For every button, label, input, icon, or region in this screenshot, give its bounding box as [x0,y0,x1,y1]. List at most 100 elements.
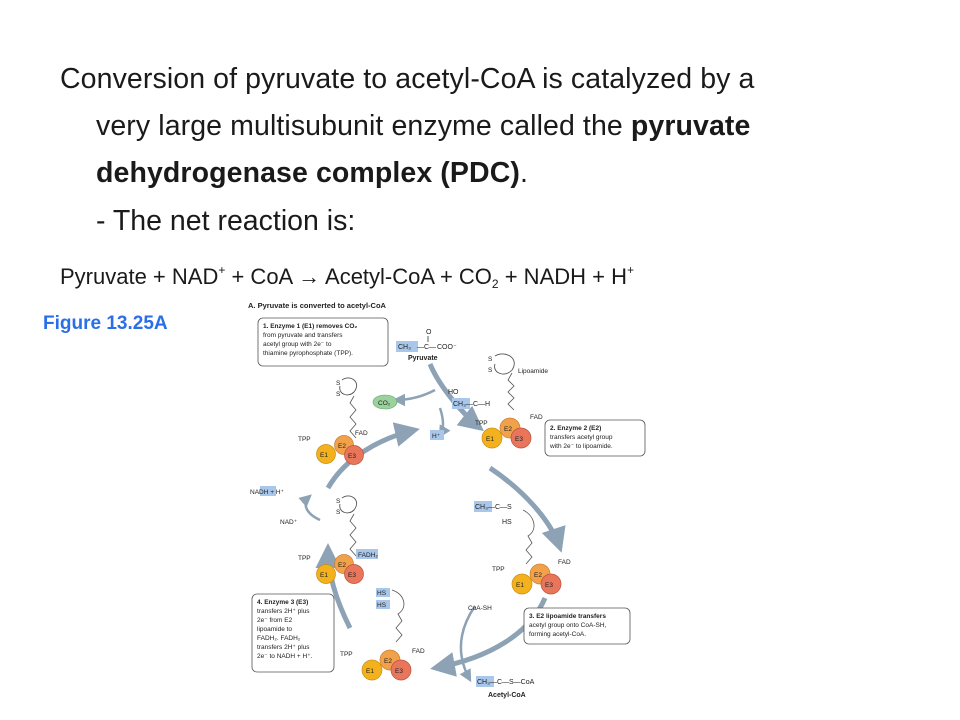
tl-fad-label: FAD [355,430,368,437]
h-plus-label: H⁺ [432,433,441,440]
step1-text: 1. Enzyme 1 (E1) removes CO₂ from pyruva… [263,323,359,357]
ml-e1 [316,564,336,584]
pyruvate-molecule: O CH₃ —C— COO⁻ Pyruvate [396,329,457,362]
step4-line7: 2e⁻ to NADH + H⁺. [257,653,313,660]
top-tpp-label: TPP [475,420,488,427]
pyruvate-label: Pyruvate [408,355,438,362]
top-s1: S [488,356,493,363]
enzyme-cluster-top-left: S S TPP FAD E2 E1 E3 [298,377,368,465]
eq-pyruvate: Pyruvate + NAD [60,264,219,289]
net-reaction-equation: Pyruvate + NAD+ + CoA → Acetyl-CoA + CO2… [60,252,634,302]
lipoamide-label: Lipoamide [518,368,548,375]
eq-coa: + CoA → Acetyl-CoA + CO [225,264,492,289]
intro-line-2: very large multisubunit enzyme called th… [60,103,940,150]
step2-line1: 2. Enzyme 2 (E2) [550,425,601,432]
ml-tpp-label: TPP [298,555,311,562]
mr-e1-label: E1 [516,582,524,589]
pyruvate-coo: COO⁻ [437,344,457,351]
mr-fad-label: FAD [558,559,571,566]
top-s2: S [488,367,493,374]
tr-e2-label: E2 [504,426,512,433]
step4-line1: 4. Enzyme 3 (E3) [257,599,308,606]
co2-label: CO₂ [378,400,391,407]
bottom-e2-label: E2 [384,658,392,665]
acetyl-coa-formula: CH₃—C—S—CoA [477,679,535,686]
tl-e3-label: E3 [348,453,356,460]
tl-s1: S [336,380,341,387]
step4-line6: transfers 2H⁺ plus [257,644,310,651]
step3-line1: 3. E2 lipoamide transfers [529,613,606,620]
thioester-formula: CH₃—C—S [475,504,512,511]
eq-nadh: + NADH + H [498,264,627,289]
step3-text: 3. E2 lipoamide transfers acetyl group o… [529,613,608,638]
top-right-complex: S S Lipoamide HO CH₃—C—H TPP FAD [448,353,548,427]
arrow-step1 [427,363,484,432]
eq-co2-sub: 2 [491,277,499,291]
acetyl-coa-highlight [476,676,494,687]
bottom-e1 [361,659,383,681]
ml-fadh2-label: FADH₂ [358,552,378,559]
acetyl-lipoamide: CH₃—C—S HS [474,501,535,565]
bottom-e1-label: E1 [366,668,374,675]
enzyme-cluster-top-right: E2 E1 E3 [481,417,532,449]
step4-line2: transfers 2H⁺ plus [257,608,310,615]
pdc-term-2: dehydrogenase complex (PDC) [96,157,520,189]
acetyl-coa-arrow [459,605,477,683]
acetyl-coa-label: Acetyl-CoA [488,692,526,699]
pyruvate-c: —C— [417,344,436,351]
co2-oval [372,394,398,410]
pyruvate-carbonyl-o: O [426,329,432,336]
hydroxyethyl-formula: CH₃—C—H [453,401,490,408]
mr-e3-label: E3 [545,582,553,589]
step1-line3: acetyl group with 2e⁻ to [263,341,332,348]
mr-e1 [511,573,533,595]
arrow-step4a [315,543,353,630]
step2-box: 2. Enzyme 2 (E2) transfers acetyl group … [544,419,646,457]
intro-line-1: Conversion of pyruvate to acetyl-CoA is … [60,63,755,95]
net-reaction-heading: - The net reaction is: [96,205,356,237]
step2-line2: transfers acetyl group [550,434,613,441]
coa-sh-label: CoA-SH [468,605,492,612]
tl-e1-label: E1 [320,452,328,459]
tl-e2-label: E2 [338,443,346,450]
hydroxyethyl-highlight [452,398,470,409]
ml-s1: S [336,498,341,505]
tl-e3 [344,445,364,465]
ml-e2-label: E2 [338,562,346,569]
ml-e3 [344,564,364,584]
step3-line2: acetyl group onto CoA-SH, [529,622,607,629]
tl-s2: S [336,391,341,398]
ml-e1-label: E1 [320,572,328,579]
step1-box: 1. Enzyme 1 (E1) removes CO₂ from pyruva… [257,317,389,367]
bottom-tpp-label: TPP [340,651,353,658]
enzyme-cluster-middle-left: S S TPP FADH₂ E2 E1 E3 [298,495,378,584]
bottom-fad-label: FAD [412,648,425,655]
ml-s2: S [336,509,341,516]
eq-nad-plus: + [218,263,226,277]
bottom-hs2-highlight [376,600,390,609]
bottom-e3-label: E3 [395,668,403,675]
arrow-step4b [325,422,420,490]
intro-paragraph: Conversion of pyruvate to acetyl-CoA is … [60,56,940,197]
eq-h-plus: + [626,263,634,277]
nad-arrow [298,494,321,522]
bottom-hs1-highlight [376,588,390,597]
enzyme-cluster-bottom: HS HS TPP FAD E2 E1 E3 [340,588,425,681]
intro-line-3: dehydrogenase complex (PDC). [60,150,940,197]
step3-box: 3. E2 lipoamide transfers acetyl group o… [523,607,631,645]
bottom-hs2: HS [377,602,387,609]
arrow-step2 [488,465,566,553]
step4-line3: 2e⁻ from E2 [257,617,293,624]
thioester-hs: HS [502,519,512,526]
step2-line3: with 2e⁻ to lipoamide. [549,443,613,450]
acetyl-coa-molecule: CH₃—C—S—CoA Acetyl-CoA [476,676,535,699]
h-plus-highlight [430,430,444,440]
intro-line-2-text: very large multisubunit enzyme called th… [96,110,631,142]
tl-e1 [316,444,336,464]
ml-e3-label: E3 [348,572,356,579]
step4-line4: lipoamide to [257,626,292,633]
tl-tpp-label: TPP [298,436,311,443]
nadh-label: NADH + H⁺ [250,489,285,496]
step1-line1: 1. Enzyme 1 (E1) removes CO₂ [263,323,357,330]
figure-label: Figure 13.25A [43,313,168,334]
